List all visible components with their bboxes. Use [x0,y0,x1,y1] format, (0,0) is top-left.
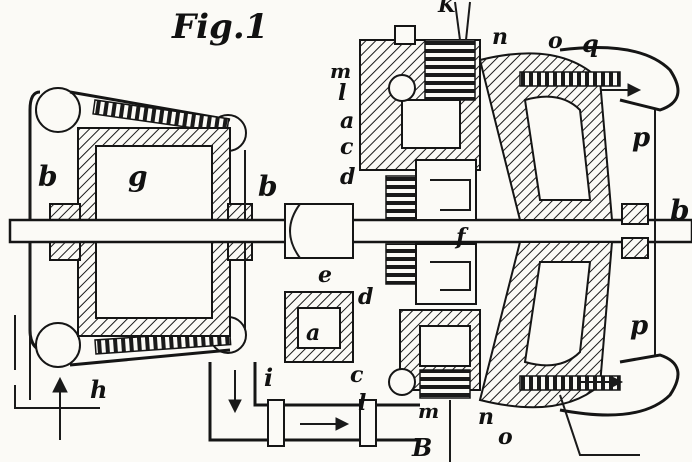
label-o-bot: o [498,424,513,450]
label-B: B [411,433,432,462]
outer-hub-lower [621,237,649,259]
upper-blade-ring [519,71,621,87]
coupling-block [284,203,354,259]
top-valve [394,25,416,45]
flow-arrowhead-down [228,399,242,414]
base-foot [559,394,640,456]
inlet-arrowhead [52,376,68,393]
pipe-flange-right [359,399,377,447]
label-l-bot: l [358,390,366,416]
bearing-a-core [297,307,341,349]
coupling [284,203,354,363]
pinion-lower [385,243,417,285]
ring-l-lower [388,368,416,396]
pipe-flange-left [267,399,285,447]
label-n-bot: n [478,404,494,430]
label-c-top: c [340,134,354,160]
label-e: e [318,262,332,288]
gear-detail-upper [430,179,471,211]
volute-upper [559,46,680,112]
label-b-mid: b [258,170,278,203]
outlet-arrowhead-top [627,83,642,97]
exhaust-pipe [208,362,451,462]
outlet-arrowhead-bottom [609,375,624,389]
label-g: g [128,160,148,193]
pinion-upper [385,175,417,221]
label-b-right: b [670,194,690,227]
turbine-wheel [478,46,680,456]
left-lower-ring [35,322,81,368]
pipe-outer [208,362,420,442]
upper-chamber-a [401,99,461,149]
label-a-top: a [340,108,354,134]
label-p-bot: p [630,311,648,341]
volute-lower [559,353,680,417]
label-n-top: n [492,24,508,50]
coupling-curve [289,203,301,259]
upper-nozzle-bank [424,39,476,101]
lower-cone-line [69,348,231,367]
gear-detail-lower [430,261,471,291]
ring-l-upper [388,74,416,102]
inlet-pipe-h [14,385,100,409]
label-p-top: p [632,123,650,153]
label-m-bot: m [418,399,439,423]
lower-nozzle-bank [419,369,471,399]
label-q: q [582,29,599,58]
label-o-top: o [548,28,563,54]
gear-train [359,1,522,399]
wheel-web-lower [523,261,592,367]
left-upper-ring [35,87,81,133]
label-b-left: b [38,160,58,193]
label-m-top: m [330,59,351,83]
outer-hub-upper [621,203,649,225]
rotor-drum-lower [77,239,231,337]
label-K: K [437,0,457,17]
label-f: f [454,224,469,250]
label-d-bot: d [358,284,373,310]
upper-blade-row [92,99,230,134]
rotor-drum-upper [77,127,231,225]
wheel-web-upper [523,95,592,201]
label-a-bot: a [306,320,320,346]
lower-chamber [419,325,471,367]
label-h: h [90,375,107,404]
label-d-top: d [340,164,355,190]
label-c-bot: c [350,362,364,388]
label-i: i [264,363,273,392]
flow-arrowhead-right [335,417,350,431]
gear-block-lower [415,243,477,305]
left-housing [14,87,253,440]
steam-line-2 [465,1,471,41]
figure-title: Fig.1 [171,7,268,47]
steam-line-1 [454,1,461,41]
label-l-top: l [338,80,346,106]
